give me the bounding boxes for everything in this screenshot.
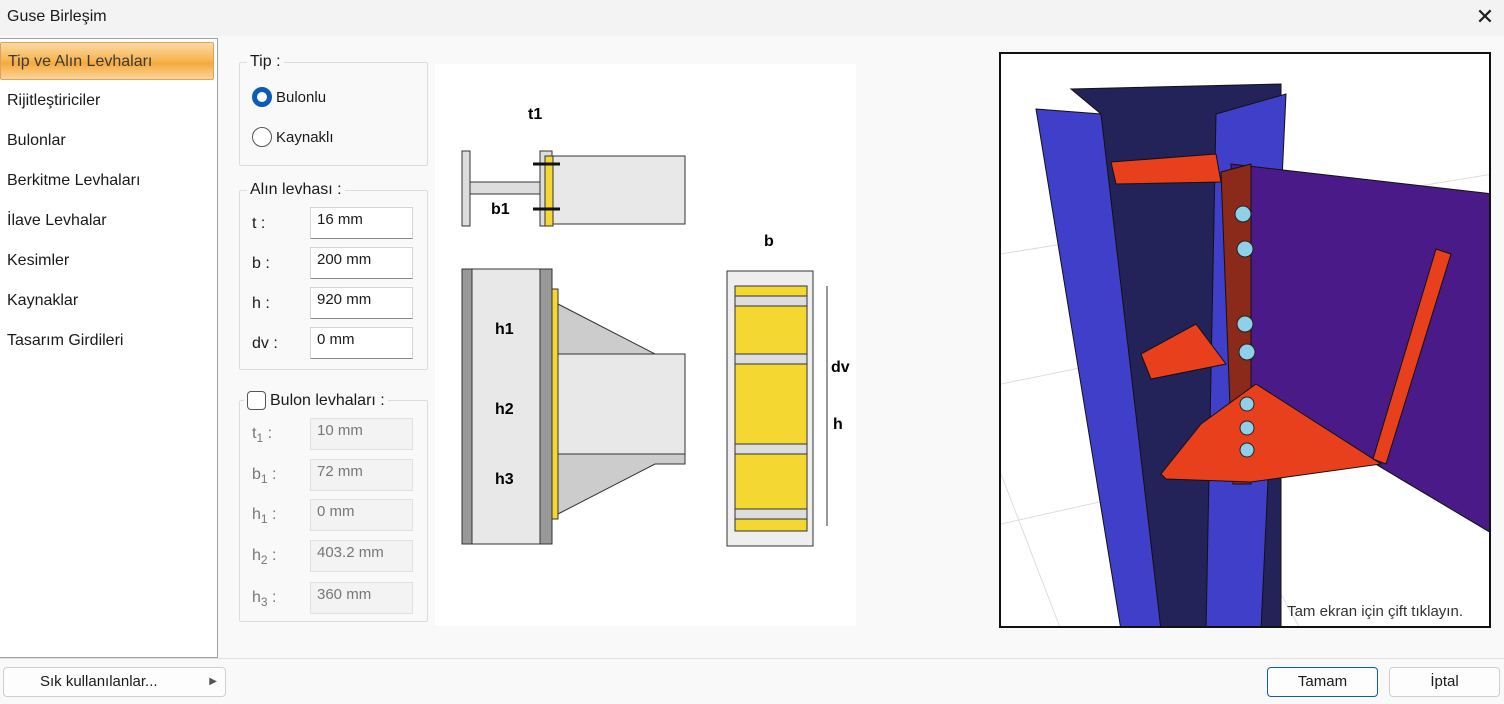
b1-input[interactable]: 72 mm: [310, 459, 413, 491]
radio-bulonlu[interactable]: Bulonlu: [252, 87, 326, 107]
radio-unchecked-icon: [252, 127, 272, 147]
favorites-label: Sık kullanılanlar...: [40, 673, 158, 690]
cancel-button[interactable]: İptal: [1389, 667, 1500, 697]
t-input[interactable]: 16 mm: [310, 207, 413, 239]
dv-input[interactable]: 0 mm: [310, 327, 413, 359]
alin-group: Alın levhası : t : 16 mm b : 200 mm h : …: [239, 181, 428, 370]
b-label: b :: [252, 255, 270, 272]
t-label: t :: [252, 215, 266, 232]
ok-button[interactable]: Tamam: [1267, 667, 1378, 697]
footer-divider: [0, 658, 1504, 659]
window-title: Guse Birleşim: [7, 8, 107, 25]
h3-input[interactable]: 360 mm: [310, 582, 413, 614]
chevron-right-icon: ▶: [209, 676, 217, 687]
sidebar-item-tasarim[interactable]: Tasarım Girdileri: [7, 332, 124, 349]
radio-label: Kaynaklı: [276, 128, 334, 146]
title-bar: [0, 0, 1504, 36]
h2-label: h2 :: [252, 547, 277, 568]
sidebar-item-kaynaklar[interactable]: Kaynaklar: [7, 292, 79, 309]
sidebar-item-rijitlestiriciler[interactable]: Rijitleştiriciler: [7, 92, 101, 109]
tip-legend: Tip :: [247, 53, 284, 71]
h-input[interactable]: 920 mm: [310, 287, 413, 319]
label-dv: dv: [831, 359, 850, 376]
radio-kaynakli[interactable]: Kaynaklı: [252, 127, 334, 147]
radio-label: Bulonlu: [276, 88, 327, 106]
sidebar-item-tip-alin[interactable]: Tip ve Alın Levhaları: [0, 42, 214, 80]
bulon-checkbox[interactable]: Bulon levhaları :: [244, 391, 388, 410]
t1-label: t1 :: [252, 425, 273, 446]
alin-legend: Alın levhası :: [247, 181, 345, 199]
h-label: h :: [252, 295, 270, 312]
bulon-legend: Bulon levhaları :: [270, 391, 385, 409]
label-h: h: [833, 416, 843, 433]
connection-diagram: t1 b1 h1 h2 h3 b dv h: [435, 64, 856, 626]
fullscreen-hint: Tam ekran için çift tıklayın.: [1287, 603, 1463, 620]
h1-input[interactable]: 0 mm: [310, 499, 413, 531]
sidebar: Tip ve Alın Levhaları Rijitleştiriciler …: [0, 38, 218, 658]
sidebar-item-ilave[interactable]: İlave Levhalar: [7, 212, 107, 229]
dv-label: dv :: [252, 335, 278, 352]
t1-input[interactable]: 10 mm: [310, 418, 413, 450]
3d-view[interactable]: Tam ekran için çift tıklayın.: [999, 52, 1491, 628]
b-input[interactable]: 200 mm: [310, 247, 413, 279]
checkbox-icon: [247, 391, 266, 410]
radio-checked-icon: [252, 87, 272, 107]
h2-input[interactable]: 403.2 mm: [310, 540, 413, 572]
label-h2: h2: [495, 401, 514, 418]
h3-label: h3 :: [252, 589, 277, 610]
bulon-group: Bulon levhaları : t1 : 10 mm b1 : 72 mm …: [239, 391, 428, 622]
b1-label: b1 :: [252, 466, 277, 487]
label-b: b: [764, 233, 774, 250]
label-t1: t1: [528, 106, 542, 123]
favorites-button[interactable]: Sık kullanılanlar... ▶: [3, 667, 226, 697]
close-icon[interactable]: ✕: [1475, 4, 1495, 29]
label-h1: h1: [495, 321, 514, 338]
sidebar-item-bulonlar[interactable]: Bulonlar: [7, 132, 66, 149]
sidebar-item-kesimler[interactable]: Kesimler: [7, 252, 70, 269]
h1-label: h1 :: [252, 506, 277, 527]
label-h3: h3: [495, 471, 514, 488]
label-b1: b1: [491, 201, 510, 218]
tip-group: Tip : Bulonlu Kaynaklı: [239, 53, 428, 166]
sidebar-item-berkitme[interactable]: Berkitme Levhaları: [7, 172, 141, 189]
